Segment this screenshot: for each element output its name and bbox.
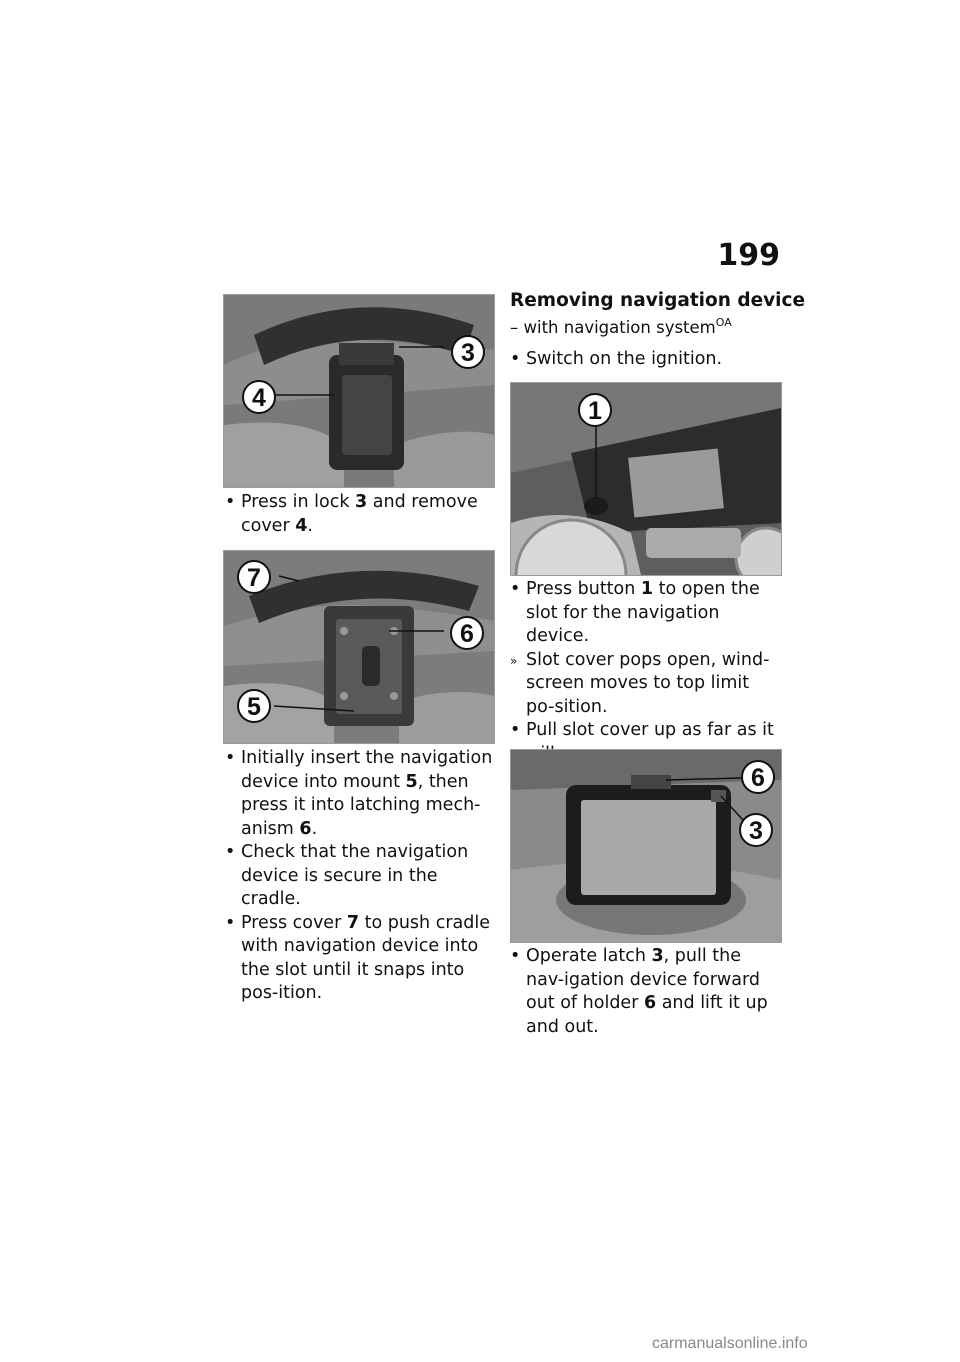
list-item: » Slot cover pops open, wind-screen move… [510, 649, 782, 720]
steps-insert-device: • Initially insert the navigation device… [225, 747, 497, 1006]
bullet-mark: • [510, 720, 521, 740]
figure-navigation-device: 6 3 [510, 749, 782, 943]
list-item: • Initially insert the navigation device… [225, 747, 497, 841]
steps-remove-device: • Operate latch 3, pull the nav-igation … [510, 945, 782, 1039]
ref-number: 7 [346, 912, 360, 933]
step-text: Press button [526, 579, 641, 599]
list-item: • Press in lock 3 and remove cover 4. [225, 491, 495, 538]
ref-number: 1 [640, 579, 654, 599]
step-text: to push cradle with navigation device in… [241, 912, 490, 1004]
step-text: , then press it into latching mech-anism [241, 771, 481, 839]
callout-label: 6 [460, 620, 474, 648]
steps-remove-cover: • Press in lock 3 and remove cover 4. [225, 491, 495, 538]
step-text: Press in lock [241, 492, 356, 512]
list-item: • Press cover 7 to push cradle with navi… [225, 912, 497, 1006]
bullet-mark: • [510, 349, 521, 369]
watermark: carmanualsonline.info [652, 1335, 808, 1352]
ref-number: 6 [643, 993, 657, 1013]
bullet-mark: • [510, 579, 521, 599]
callout-label: 3 [461, 339, 475, 367]
page-number: 199 [717, 238, 780, 273]
list-item: • Operate latch 3, pull the nav-igation … [510, 945, 782, 1039]
step-text: Check that the navigation device is secu… [241, 842, 469, 909]
optional-accessory-mark: OA [715, 316, 732, 329]
bullet-mark: • [510, 946, 521, 966]
callout-label: 6 [751, 764, 765, 792]
callout-label: 5 [247, 693, 261, 721]
bullet-mark: • [225, 492, 236, 512]
list-item: • Press button 1 to open the slot for th… [510, 578, 782, 649]
bullet-mark: • [225, 912, 236, 933]
figure-cradle-mount: 7 6 5 [223, 550, 495, 744]
bullet-mark: • [225, 748, 236, 768]
step-text: . [311, 818, 318, 839]
step-text: Press cover [241, 912, 347, 933]
figure-cradle-cover: 3 4 [223, 294, 495, 488]
step-text: , pull the nav-igation device forward ou… [526, 946, 760, 1013]
step-text: Operate latch [526, 946, 652, 966]
step-text: and remove cover [241, 492, 478, 536]
ref-number: 6 [299, 818, 312, 839]
step-ignition: • Switch on the ignition. [510, 348, 782, 372]
step-text: . [307, 515, 313, 536]
list-item: • Switch on the ignition. [510, 348, 782, 372]
list-item: • Check that the navigation device is se… [225, 841, 497, 912]
step-text: and lift it up and out. [526, 993, 768, 1037]
step-text: Slot cover pops open, wind-screen moves … [526, 649, 770, 717]
ref-number: 3 [355, 492, 368, 512]
ref-number: 3 [651, 946, 664, 966]
ref-number: 5 [405, 771, 418, 792]
callout-label: 1 [588, 397, 602, 425]
step-text: Initially insert the navigation device i… [241, 748, 493, 792]
section-heading: Removing navigation device [510, 290, 806, 311]
figure-dashboard-button: 1 [510, 382, 782, 576]
callout-label: 3 [749, 817, 763, 845]
callout-label: 4 [252, 384, 266, 412]
step-text: to open the slot for the navigation devi… [526, 579, 760, 646]
subheading-text: – with navigation system [510, 318, 716, 337]
ref-number: 4 [295, 515, 308, 536]
result-mark: » [510, 653, 518, 668]
step-text: Switch on the ignition. [526, 349, 723, 369]
bullet-mark: • [225, 842, 236, 862]
section-subheading: – with navigation systemOA [510, 316, 732, 337]
callout-label: 7 [247, 564, 261, 592]
steps-open-slot: • Press button 1 to open the slot for th… [510, 578, 782, 766]
